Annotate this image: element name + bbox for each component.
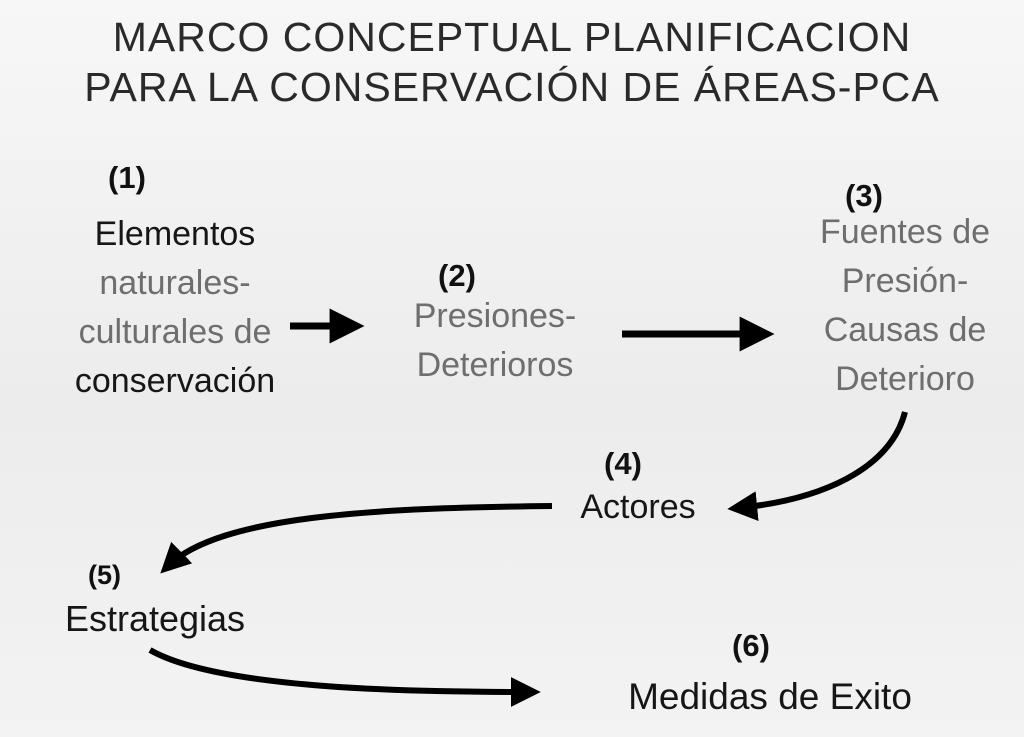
node-3-number: (3) xyxy=(845,178,883,213)
node-6-number: (6) xyxy=(732,628,770,663)
node-5-label: Estrategias xyxy=(64,598,246,639)
node-3-line-1: Fuentes de xyxy=(819,213,991,251)
node-1-number: (1) xyxy=(108,160,146,195)
arrow-3-to-4 xyxy=(727,411,908,522)
diagram-title: MARCO CONCEPTUAL PLANIFICACION PARA LA C… xyxy=(0,12,1024,112)
node-1-line-4: conservación xyxy=(74,362,276,400)
node-2-number: (2) xyxy=(438,258,476,293)
node-3-line-3: Causas de xyxy=(823,311,987,349)
arrow-4-to-5 xyxy=(160,503,553,574)
node-3-line-2: Presión- xyxy=(841,262,969,300)
node-6-label: Medidas de Exito xyxy=(628,676,912,717)
node-1-line-3: culturales de xyxy=(78,313,272,351)
node-1-line-2: naturales- xyxy=(99,264,251,302)
node-3-label: Fuentes de Presión- Causas de Deterioro xyxy=(790,208,1020,404)
node-5-number: (5) xyxy=(88,560,121,590)
title-line-2: PARA LA CONSERVACIÓN DE ÁREAS-PCA xyxy=(84,64,940,110)
node-1-line-1: Elementos xyxy=(94,215,256,253)
node-1-label: Elementos naturales- culturales de conse… xyxy=(20,210,330,406)
node-4-label: Actores xyxy=(580,488,696,526)
node-3-line-4: Deterioro xyxy=(835,360,975,398)
node-2-label: Presiones- Deterioros xyxy=(390,292,600,390)
node-2-line-2: Deterioros xyxy=(416,346,574,384)
node-2-line-1: Presiones- xyxy=(413,297,577,335)
arrow-5-to-6 xyxy=(148,647,541,707)
node-4-number: (4) xyxy=(604,446,642,481)
title-line-1: MARCO CONCEPTUAL PLANIFICACION xyxy=(112,14,912,60)
